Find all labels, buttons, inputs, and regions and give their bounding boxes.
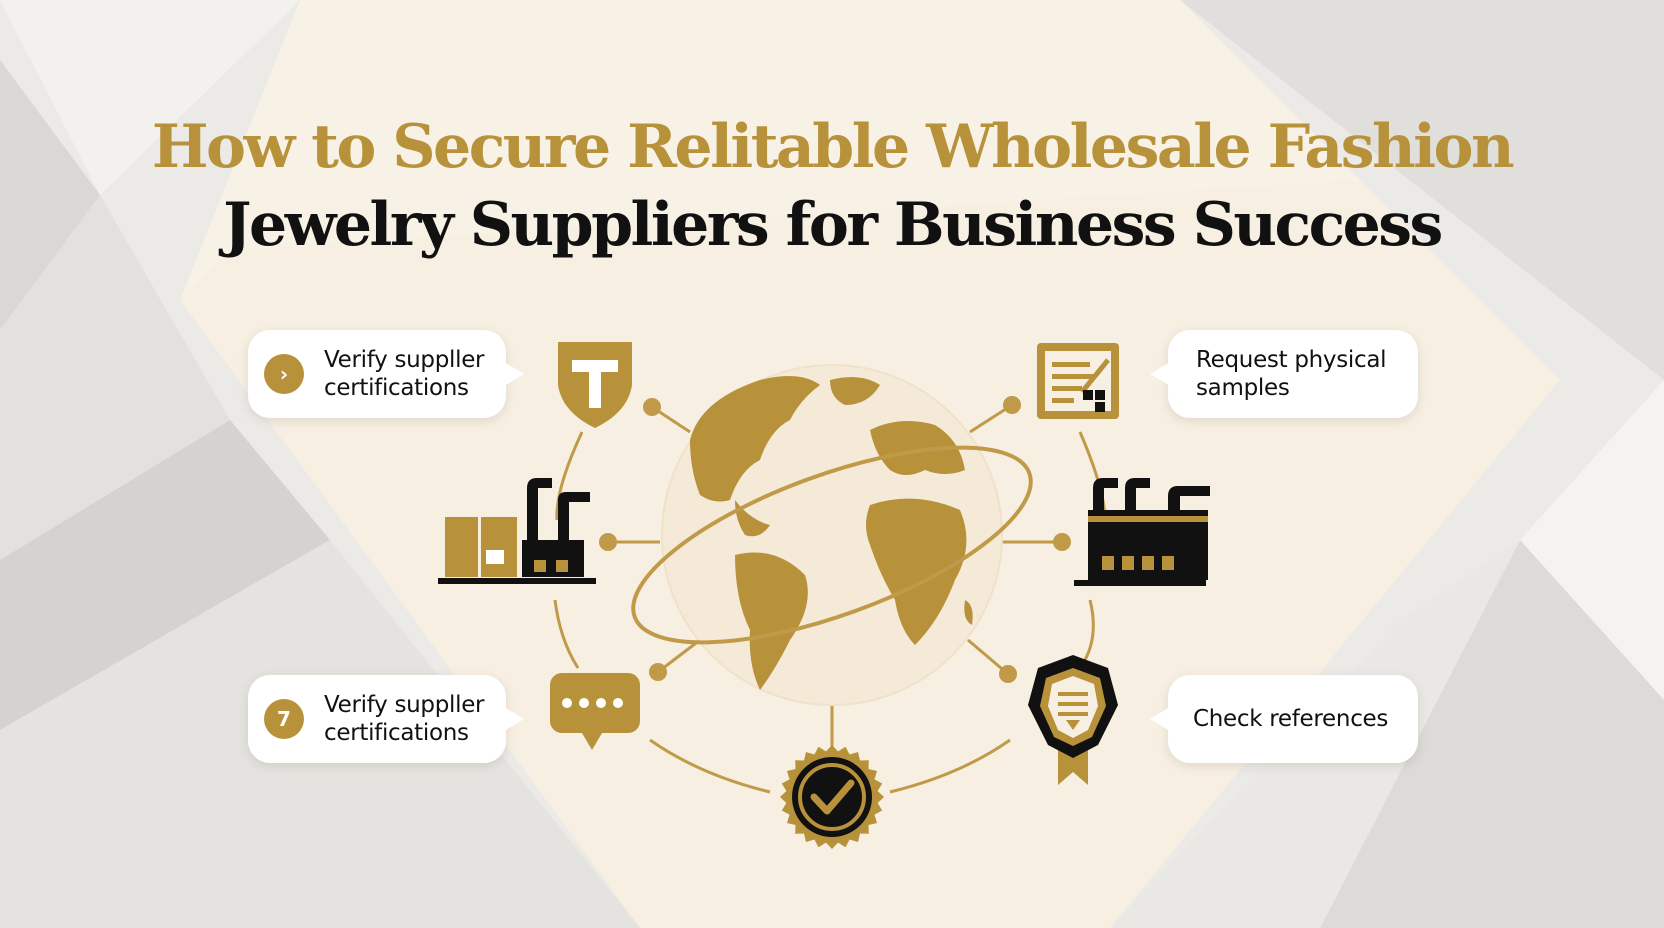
callout-text-top-left: Verify suppller certifications: [324, 347, 485, 401]
callout-verify-certifications-top: › Verify suppller certifications: [248, 330, 524, 418]
callout-text-bottom-right: Check references: [1193, 706, 1389, 732]
connector-arcs: [553, 431, 1107, 794]
checkmark-seal-icon: [780, 745, 884, 849]
factory-icon: [1074, 478, 1210, 586]
warehouse-factory-icon: [438, 478, 596, 584]
callout-request-samples: Request physical samples: [1150, 330, 1418, 418]
step-badge-top: ›: [264, 354, 304, 394]
connector-dots: [599, 396, 1071, 683]
certificate-award-icon: [1028, 655, 1118, 785]
step-badge-bottom: 7: [264, 699, 304, 739]
chat-bubble-icon: [550, 673, 640, 750]
callout-text-bottom-left: Verify suppller certifications: [324, 692, 485, 746]
title-line-2: Jewelry Suppliers for Business Success: [223, 190, 1443, 260]
callout-check-references: Check references: [1150, 675, 1418, 763]
shield-icon: [558, 342, 632, 428]
callout-text-top-right: Request physical samples: [1196, 347, 1387, 401]
checklist-document-icon: [1037, 343, 1119, 419]
title-line-1: How to Secure Relitable Wholesale Fashio…: [151, 112, 1515, 182]
callout-verify-certifications-bottom: 7 Verify suppller certifications: [248, 675, 524, 763]
globe-icon: [631, 364, 1033, 706]
